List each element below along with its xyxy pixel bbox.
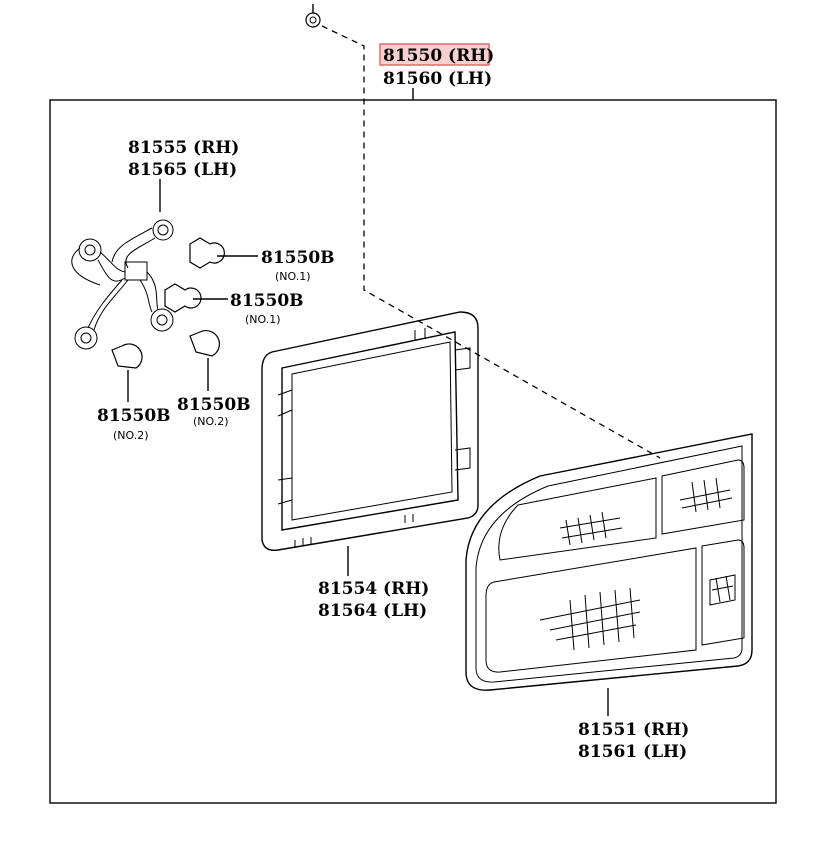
gasket-drawing xyxy=(261,311,479,551)
lens-lh-label: 81561 (LH) xyxy=(578,742,687,762)
bulb-no1-b-code: 81550B xyxy=(230,291,304,311)
bulb-no1-a-note: (NO.1) xyxy=(275,270,311,283)
bulb-no2-a-note: (NO.2) xyxy=(113,429,149,442)
bulb-no1-b-note: (NO.1) xyxy=(245,313,281,326)
gasket-lh-label: 81564 (LH) xyxy=(318,601,427,621)
socket-rh-label: 81555 (RH) xyxy=(128,138,239,158)
bulb-icon xyxy=(189,329,221,391)
main-part-highlight xyxy=(379,43,490,66)
bulb-icon xyxy=(189,237,258,269)
socket-lh-label: 81565 (LH) xyxy=(128,160,237,180)
screw-icon xyxy=(305,4,321,28)
main-part-rh-label: 81550 (RH) xyxy=(383,46,494,66)
bulb-no2-a-code: 81550B xyxy=(97,406,171,426)
lens-rh-label: 81551 (RH) xyxy=(578,720,689,740)
leader-screw xyxy=(321,25,661,459)
lens-drawing xyxy=(465,433,753,691)
bulb-icon xyxy=(111,343,143,402)
bulb-icon xyxy=(164,283,228,313)
bulb-no2-b-note: (NO.2) xyxy=(193,415,229,428)
socket-icon xyxy=(71,219,174,350)
gasket-rh-label: 81554 (RH) xyxy=(318,579,429,599)
main-part-lh-label: 81560 (LH) xyxy=(383,69,492,89)
bulb-no1-a-code: 81550B xyxy=(261,248,335,268)
bulb-no2-b-code: 81550B xyxy=(177,395,251,415)
